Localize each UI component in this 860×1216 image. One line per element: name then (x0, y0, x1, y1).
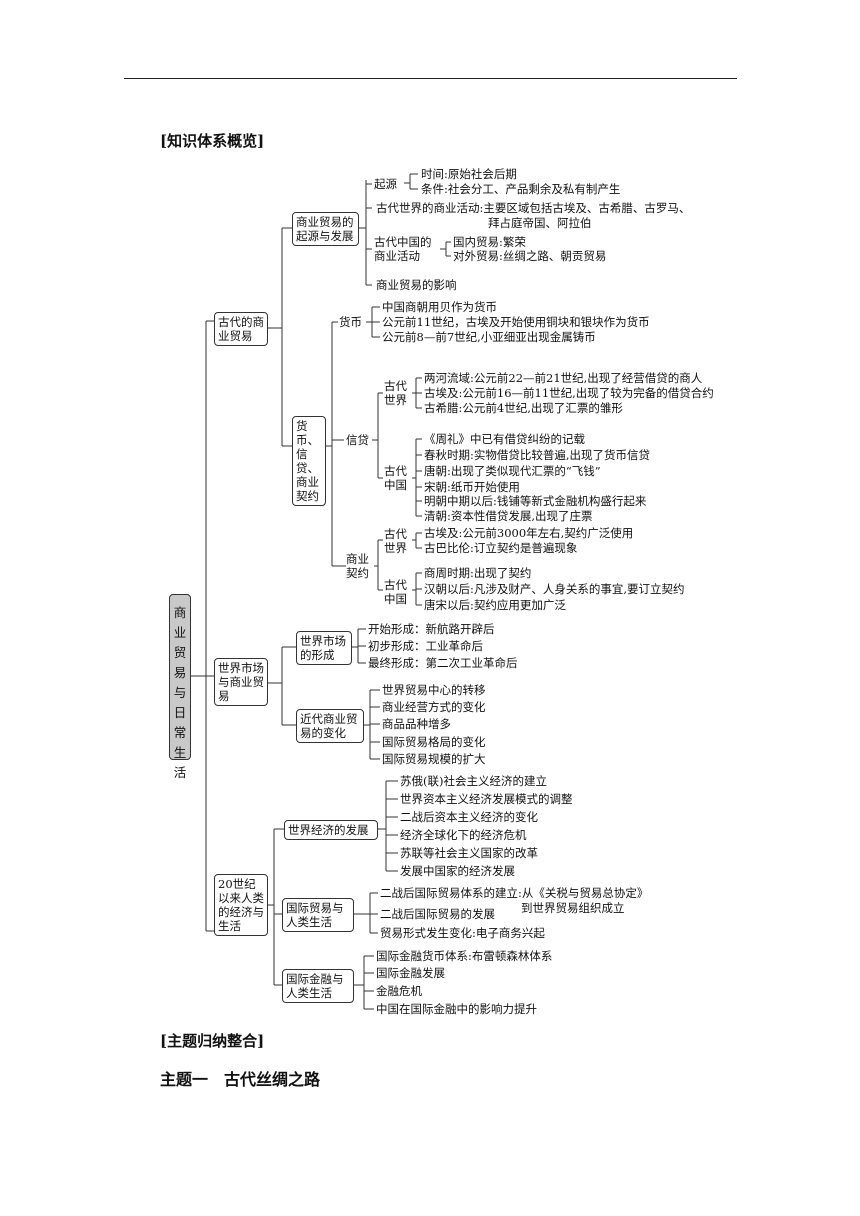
node-modern-trade-change: 近代商业贸易的变化 (296, 709, 364, 743)
item-world-market-3: 最终形成：第二次工业革命后 (368, 656, 518, 670)
node-intl-trade: 国际贸易与人类生活 (282, 898, 354, 932)
item-intl-trade-2: 二战后国际贸易的发展 (380, 907, 495, 921)
item-currency-2: 公元前11世纪，古埃及开始使用铜块和银块作为货币 (382, 315, 650, 329)
item-origin-time: 时间:原始社会后期 (421, 167, 517, 181)
item-world-economy-2: 世界资本主义经济发展模式的调整 (400, 792, 573, 806)
node-20th-century: 20世纪以来人类的经济与生活 (214, 874, 268, 936)
label-credit-ancient-china: 古代中国 (384, 464, 407, 492)
item-world-market-2: 初步形成：工业革命后 (368, 639, 483, 653)
item-currency-1: 中国商朝用贝作为货币 (382, 300, 497, 314)
item-world-economy-1: 苏俄(联)社会主义经济的建立 (400, 774, 547, 788)
item-modern-change-4: 国际贸易格局的变化 (382, 735, 486, 749)
item-contract-china-2: 汉朝以后:凡涉及财产、人身关系的事宜,要订立契约 (424, 582, 685, 596)
item-origin-condition: 条件:社会分工、产品剩余及私有制产生 (421, 182, 621, 196)
node-money-credit-contract: 货币、信贷、商业契约 (292, 416, 326, 506)
theme-title: 主题一 古代丝绸之路 (160, 1070, 321, 1089)
label-contract: 商业契约 (346, 552, 369, 580)
item-world-market-1: 开始形成：新航路开辟后 (368, 622, 495, 636)
item-credit-world-1: 两河流域:公元前22—前21世纪,出现了经营借贷的商人 (424, 371, 703, 385)
item-world-economy-4: 经济全球化下的经济危机 (400, 828, 527, 842)
item-world-economy-5: 苏联等社会主义国家的改革 (400, 846, 538, 860)
item-contract-china-1: 商周时期:出现了契约 (424, 566, 532, 580)
label-ancient-china-commerce: 古代中国的商业活动 (374, 235, 432, 263)
label-origin: 起源 (374, 177, 397, 191)
item-intl-trade-1-cont: 到世界贸易组织成立 (521, 901, 625, 915)
label-contract-ancient-world: 古代世界 (384, 527, 407, 555)
top-rule (124, 78, 737, 79)
item-modern-change-3: 商品品种增多 (382, 717, 451, 731)
node-intl-finance: 国际金融与人类生活 (282, 969, 354, 1003)
item-intl-trade-1: 二战后国际贸易体系的建立:从《关税与贸易总协定》 (380, 886, 649, 900)
label-currency: 货币 (339, 315, 362, 329)
item-currency-3: 公元前8—前7世纪,小亚细亚出现金属铸币 (382, 330, 596, 344)
item-contract-world-1: 古埃及:公元前3000年左右,契约广泛使用 (424, 526, 634, 540)
item-credit-china-6: 清朝:资本性借贷发展,出现了庄票 (424, 509, 593, 523)
item-world-economy-3: 二战后资本主义经济的变化 (400, 810, 538, 824)
root-node: 商业贸易与日常生活 (169, 594, 191, 780)
item-credit-china-4: 宋朝:纸币开始使用 (424, 480, 520, 494)
item-trade-influence: 商业贸易的影响 (376, 278, 457, 292)
item-intl-finance-3: 金融危机 (376, 984, 422, 998)
item-foreign-trade: 对外贸易:丝绸之路、朝贡贸易 (453, 249, 607, 263)
node-ancient-trade: 古代的商业贸易 (214, 312, 268, 346)
summary-heading: [主题归纳整合] (160, 1032, 265, 1050)
label-credit: 信贷 (346, 433, 369, 447)
item-world-ancient-commerce: 古代世界的商业活动:主要区域包括古埃及、古希腊、古罗马、 (376, 201, 691, 215)
overview-heading: [知识体系概览] (160, 132, 265, 150)
node-world-economy: 世界经济的发展 (284, 820, 378, 840)
item-intl-finance-4: 中国在国际金融中的影响力提升 (376, 1002, 537, 1016)
item-world-economy-6: 发展中国家的经济发展 (400, 864, 515, 878)
item-credit-world-2: 古埃及:公元前16—前11世纪,出现了较为完备的借贷合约 (424, 386, 714, 400)
item-credit-china-1: 《周礼》中已有借贷纠纷的记载 (424, 432, 585, 446)
item-credit-china-5: 明朝中期以后:钱铺等新式金融机构盛行起来 (424, 494, 647, 508)
item-world-ancient-commerce-cont: 拜占庭帝国、阿拉伯 (488, 216, 592, 230)
item-credit-world-3: 古希腊:公元前4世纪,出现了汇票的雏形 (424, 401, 623, 415)
item-modern-change-2: 商业经营方式的变化 (382, 700, 486, 714)
item-credit-china-2: 春秋时期:实物借贷比较普遍,出现了货币信贷 (424, 448, 651, 462)
label-credit-ancient-world: 古代世界 (384, 379, 407, 407)
item-credit-china-3: 唐朝:出现了类似现代汇票的“飞钱” (424, 464, 601, 478)
item-contract-china-3: 唐宋以后:契约应用更加广泛 (424, 598, 566, 612)
item-intl-finance-1: 国际金融货币体系:布雷顿森林体系 (376, 949, 553, 963)
item-intl-trade-3: 贸易形式发生变化:电子商务兴起 (380, 926, 545, 940)
node-world-market-formation: 世界市场的形成 (296, 631, 352, 665)
item-contract-world-2: 古巴比伦:订立契约是普遍现象 (424, 541, 578, 555)
item-modern-change-1: 世界贸易中心的转移 (382, 683, 486, 697)
item-modern-change-5: 国际贸易规模的扩大 (382, 752, 486, 766)
label-contract-ancient-china: 古代中国 (384, 578, 407, 606)
item-domestic-trade: 国内贸易:繁荣 (453, 235, 526, 249)
node-origin-development: 商业贸易的起源与发展 (292, 212, 359, 246)
node-world-market: 世界市场与商业贸易 (214, 658, 268, 706)
item-intl-finance-2: 国际金融发展 (376, 966, 445, 980)
